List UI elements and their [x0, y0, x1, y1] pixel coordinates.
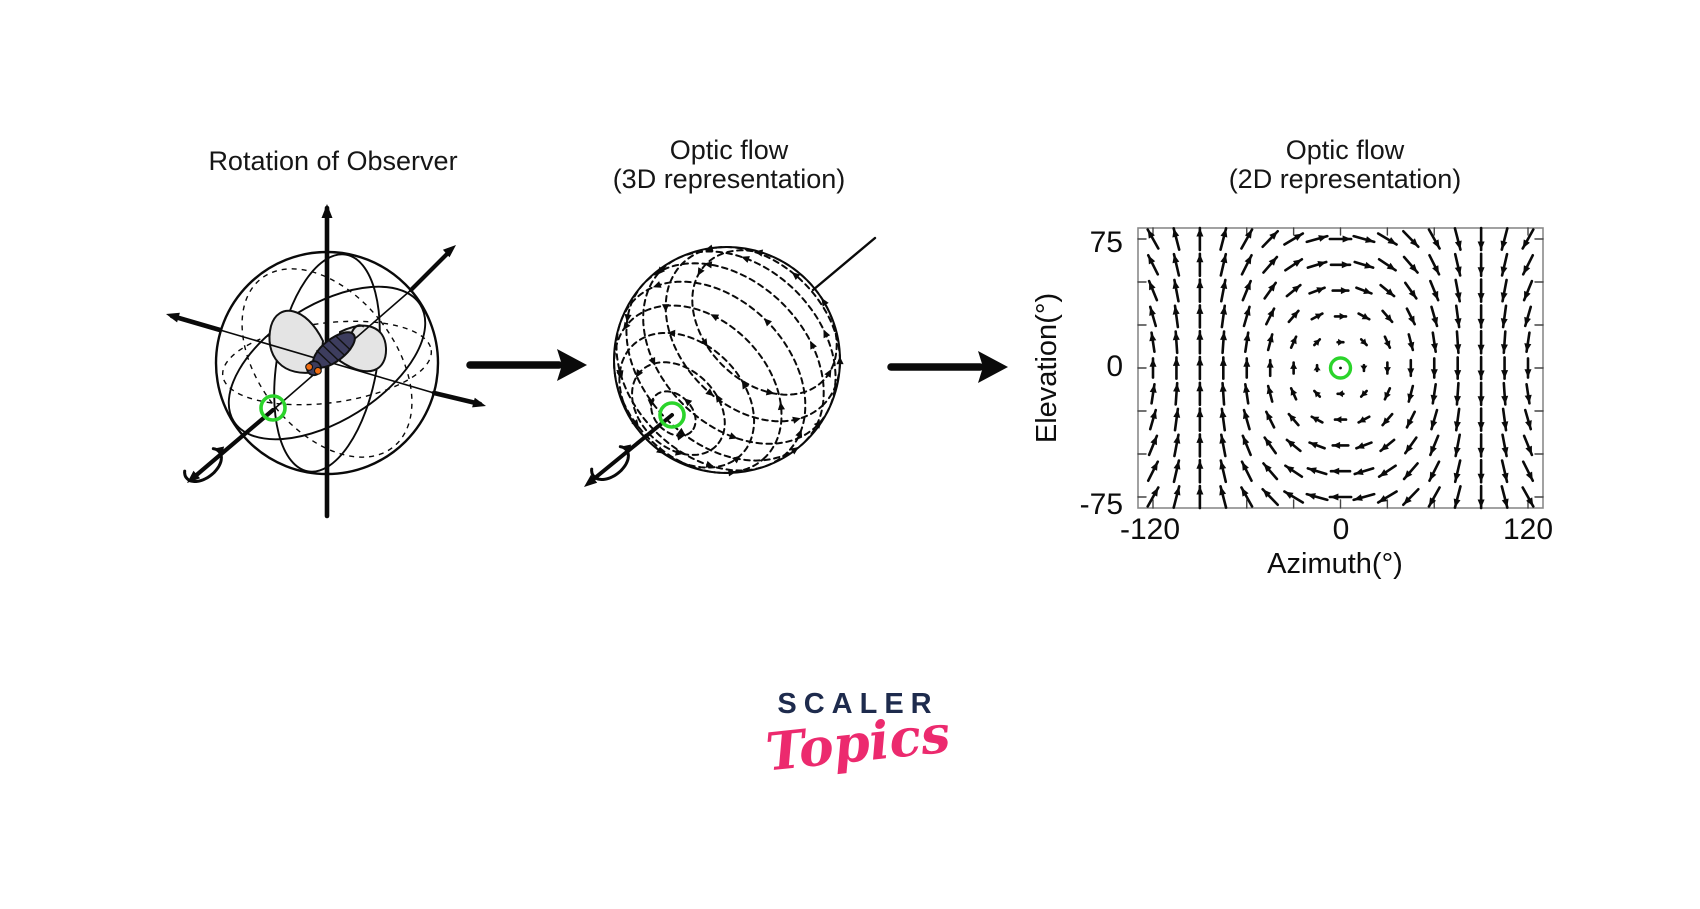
axis-pole-marker [259, 394, 287, 422]
scaler-topics-logo: SCALER Topics [753, 688, 963, 783]
flow-singularity-marker [1328, 356, 1353, 380]
x-tick-label-0: 0 [1332, 513, 1350, 546]
y-axis-label: Elevation(°) [1031, 292, 1063, 444]
flow-transform-arrow-2 [887, 351, 1008, 383]
y-tick-label-minus75: -75 [1079, 488, 1123, 521]
optic-flow-3d-diagram [584, 236, 877, 487]
flow2d-title-line1: Optic flow [1285, 135, 1405, 165]
fly-observer [305, 324, 365, 377]
x-axis-label: Azimuth(°) [1267, 548, 1403, 580]
flow2d-panel-title: Optic flow (2D representation) [1145, 136, 1545, 194]
rotation-panel-title: Rotation of Observer [208, 146, 458, 176]
flow-transform-arrow-1 [466, 349, 587, 381]
y-tick-label-0: 0 [1106, 350, 1123, 383]
flow2d-title-line2: (2D representation) [1228, 164, 1462, 194]
logo-scaler-text: SCALER [777, 688, 939, 720]
x-tick-label-minus120: -120 [1119, 513, 1181, 546]
flow3d-title-line2: (3D representation) [612, 164, 846, 194]
optic-flow-2d-quiver-plot [1137, 226, 1544, 510]
rotation-of-observer-diagram [166, 204, 486, 519]
axis-pole-marker [658, 401, 686, 429]
flow3d-panel-title: Optic flow (3D representation) [529, 136, 929, 194]
y-tick-label-75: 75 [1089, 226, 1123, 259]
x-tick-label-120: 120 [1502, 513, 1554, 546]
flow3d-title-line1: Optic flow [669, 135, 789, 165]
